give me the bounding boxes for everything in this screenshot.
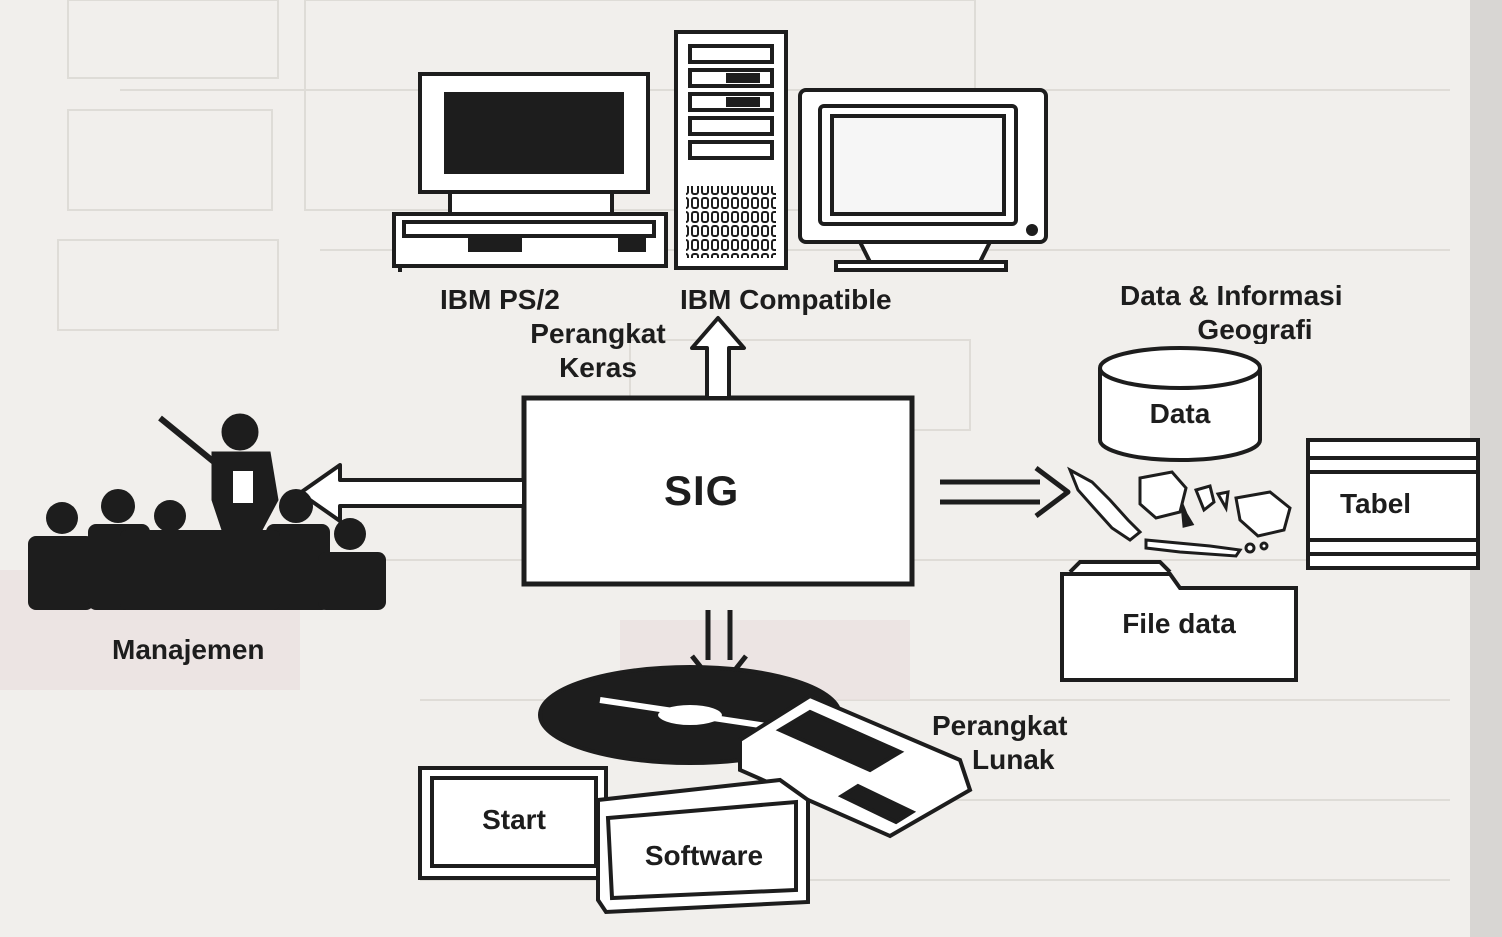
start-box-label: Start [482, 804, 546, 835]
arrow-to-management [298, 463, 526, 523]
sig-label: SIG [664, 467, 740, 514]
folder-icon [1060, 560, 1298, 682]
folder-label: File data [1122, 608, 1236, 639]
audience-icon [28, 489, 386, 610]
software-category-label: Perangkat Lunak [932, 712, 1067, 774]
software-box-label: Software [644, 840, 764, 871]
software-box-icon [418, 766, 810, 915]
software-category-line1: Perangkat [932, 710, 1068, 741]
arrow-to-data [940, 466, 1071, 518]
floppy-disk-icon [738, 693, 973, 839]
hardware-label-line2: Keras [559, 352, 637, 383]
hardware-label-line1: Perangkat [530, 318, 666, 349]
hardware-label: Perangkat Keras [488, 320, 708, 382]
data-title: Data & Informasi Geografi [1120, 282, 1470, 344]
table-label: Tabel [1340, 488, 1412, 519]
tower-case-icon [674, 30, 788, 270]
software-category-line2: Lunak [972, 744, 1055, 775]
crt-monitor-icon [798, 88, 1048, 272]
data-title-line2: Geografi [1197, 314, 1313, 344]
arrow-to-hardware [690, 316, 746, 400]
computer-label-ibm-ps2: IBM PS/2 [440, 284, 560, 315]
database-label: Data [1149, 398, 1211, 429]
computer-monitor-icon [392, 72, 668, 272]
computer-label-ibm-compatible: IBM Compatible [680, 284, 892, 315]
management-label: Manajemen [112, 634, 265, 665]
data-title-line1: Data & Informasi [1120, 282, 1343, 311]
indonesia-map-icon [1067, 466, 1292, 558]
table-icon [1306, 438, 1480, 570]
presenter-icon [158, 413, 279, 531]
database-cylinder-icon [1098, 346, 1262, 462]
